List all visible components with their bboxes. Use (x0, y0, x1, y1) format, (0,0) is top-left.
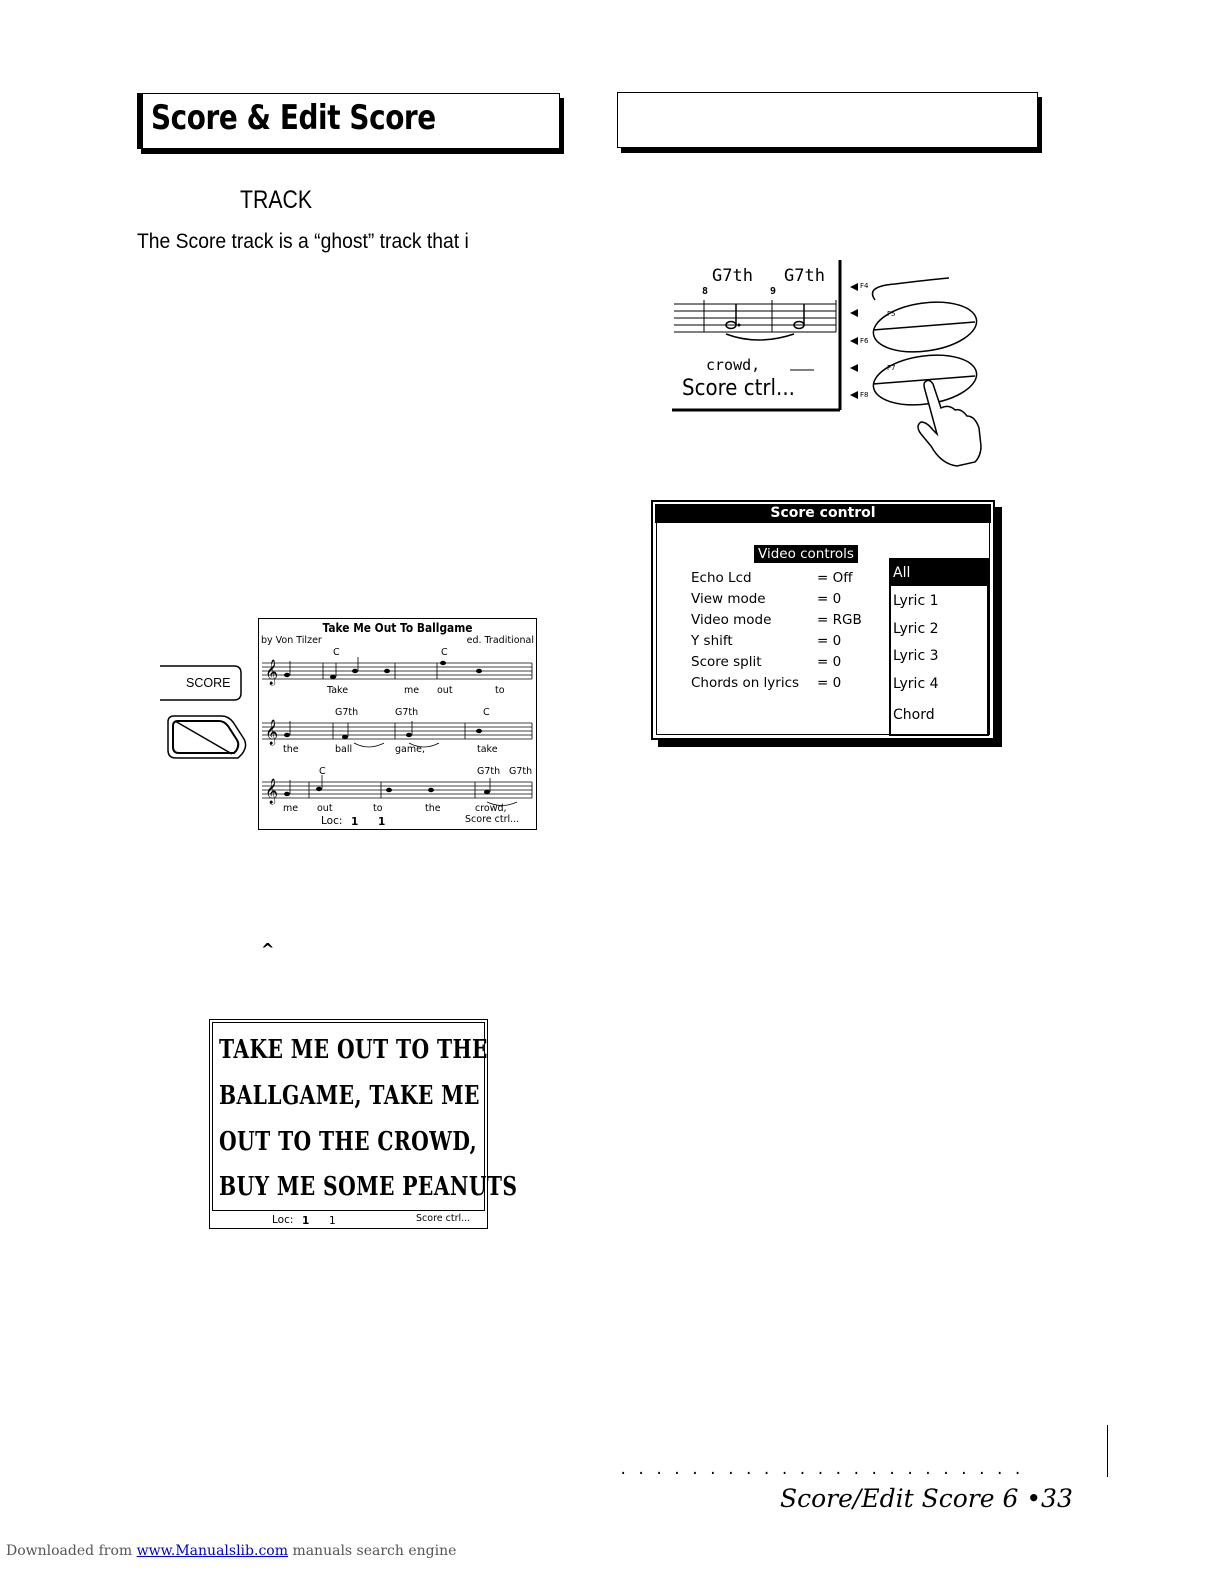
score-ctrl-label[interactable]: Score ctrl... (465, 814, 520, 825)
list-item-lyric-4[interactable]: Lyric 4 (893, 676, 939, 692)
right-title-box (617, 92, 1038, 148)
fkey-label[interactable]: F7 (887, 364, 896, 372)
setting-value[interactable]: = 0 (817, 591, 842, 607)
score-button-label: SCORE (186, 676, 231, 690)
lyric-word: the (283, 744, 299, 755)
setting-value[interactable]: = RGB (817, 612, 862, 628)
lyric-word: out (317, 803, 333, 814)
list-item-lyric-2[interactable]: Lyric 2 (893, 621, 939, 637)
lyric-line: BALLGAME, TAKE ME (219, 1081, 480, 1111)
zoom-chord: G7th (784, 266, 825, 286)
lyrics-display: TAKE ME OUT TO THE BALLGAME, TAKE ME OUT… (212, 1022, 517, 1211)
loc-value: 1 (329, 1215, 336, 1227)
setting-label: Echo Lcd (691, 570, 752, 586)
score-composer: by Von Tilzer (261, 635, 322, 646)
page-number: Score/Edit Score 6 •33 (780, 1484, 1073, 1513)
score-screen: Take Me Out To Ballgame by Von Tilzer ed… (258, 618, 537, 830)
score-arranger: ed. Traditional (466, 635, 534, 646)
lyric-line: BUY ME SOME PEANUTS (219, 1172, 518, 1202)
lyrics-screen: TAKE ME OUT TO THE BALLGAME, TAKE ME OUT… (209, 1019, 517, 1229)
fkey-ovals-graphic (850, 277, 982, 467)
download-credit: Downloaded from www.Manualslib.com manua… (6, 1543, 456, 1559)
margin-rule (1107, 1425, 1108, 1477)
list-item-all[interactable]: All (891, 560, 987, 586)
svg-text:𝄞: 𝄞 (265, 778, 278, 804)
setting-label: View mode (691, 591, 766, 607)
fkey-label[interactable]: F5 (887, 310, 896, 318)
fkey-label[interactable]: F6 (860, 337, 869, 345)
setting-value[interactable]: = 0 (817, 675, 842, 691)
dialog-title: Score control (655, 504, 991, 523)
zoom-staff-graphic (672, 260, 842, 412)
loc-value: 1 (378, 816, 386, 828)
chord-label: G7th (477, 766, 501, 777)
download-credit-prefix: Downloaded from (6, 1543, 133, 1559)
list-item-lyric-3[interactable]: Lyric 3 (893, 648, 939, 664)
chord-label: G7th (395, 707, 419, 718)
zoom-lyric: crowd, (706, 356, 761, 374)
lyric-word: game, (395, 744, 425, 755)
score-button[interactable]: SCORE (160, 665, 242, 701)
setting-label: Video mode (691, 612, 772, 628)
score-button-outline (160, 665, 242, 701)
lyric-word: take (477, 744, 498, 755)
score-song-title: Take Me Out To Ballgame (322, 620, 473, 635)
score-key-icon[interactable] (166, 713, 248, 761)
track-heading: TRACK (240, 186, 313, 214)
video-controls-tab[interactable]: Video controls (754, 545, 858, 563)
list-item-chord[interactable]: Chord (893, 707, 935, 723)
caret-icon: ^ (261, 940, 275, 959)
manualslib-link[interactable]: www.Manualslib.com (136, 1543, 288, 1559)
download-credit-suffix: manuals search engine (292, 1543, 457, 1559)
score-control-dialog: Score control Video controls Echo Lcd = … (651, 500, 995, 740)
list-item-lyric-1[interactable]: Lyric 1 (893, 593, 939, 609)
chord-label: C (441, 647, 448, 658)
zoom-bar-number: 8 (702, 286, 709, 297)
svg-text:𝄞: 𝄞 (265, 719, 278, 745)
title-accent-bar (138, 94, 143, 148)
zoom-score-ctrl[interactable]: Score ctrl... (682, 376, 795, 401)
chord-label: G7th (335, 707, 359, 718)
lyric-line: OUT TO THE CROWD, (219, 1127, 478, 1157)
setting-value[interactable]: = 0 (817, 633, 842, 649)
setting-value[interactable]: = 0 (817, 654, 842, 670)
setting-label: Chords on lyrics (691, 675, 800, 691)
loc-value: 1 (351, 816, 359, 828)
loc-label: Loc: (321, 815, 343, 827)
section-title: Score & Edit Score (151, 98, 436, 138)
intro-paragraph: The Score track is a “ghost” track that … (137, 230, 469, 253)
setting-value[interactable]: = Off (817, 570, 853, 586)
staff-lines-graphic: 𝄞 𝄞 𝄞 (262, 657, 533, 806)
lyric-word: to (373, 803, 383, 814)
lyric-word: crowd, (475, 803, 507, 814)
lyric-word: me (283, 803, 299, 814)
fkey-panel: F4 F5 F6 F7 F8 (845, 270, 995, 470)
setting-label: Y shift (691, 633, 733, 649)
footer-dot-leader: ....................... (619, 1462, 1032, 1478)
loc-value: 1 (302, 1215, 310, 1227)
section-title-box: Score & Edit Score (137, 93, 560, 149)
lyric-word: ball (335, 744, 353, 755)
lyric-word: the (425, 803, 441, 814)
key-shape-icon (167, 715, 247, 759)
chord-label: C (319, 766, 326, 777)
zoom-lcd: G7th G7th 8 9 crowd, Score ctrl... (668, 258, 843, 412)
lyric-line: TAKE ME OUT TO THE (219, 1035, 488, 1065)
lyric-word: Take (327, 685, 349, 696)
loc-label: Loc: (272, 1214, 294, 1226)
fkey-label[interactable]: F8 (860, 391, 869, 399)
svg-text:𝄞: 𝄞 (265, 659, 278, 685)
lyric-word: me (404, 685, 420, 696)
track-select-list: All Lyric 1 Lyric 2 Lyric 3 Lyric 4 Chor… (889, 558, 989, 736)
zoom-bar-number: 9 (770, 286, 777, 297)
chord-label: G7th (509, 766, 533, 777)
setting-label: Score split (691, 654, 762, 670)
lyric-word: out (437, 685, 453, 696)
chord-label: C (483, 707, 490, 718)
zoom-chord: G7th (712, 266, 753, 286)
lyric-word: to (495, 685, 505, 696)
score-ctrl-label[interactable]: Score ctrl... (416, 1213, 471, 1224)
fkey-label[interactable]: F4 (860, 282, 869, 290)
chord-label: C (333, 647, 340, 658)
